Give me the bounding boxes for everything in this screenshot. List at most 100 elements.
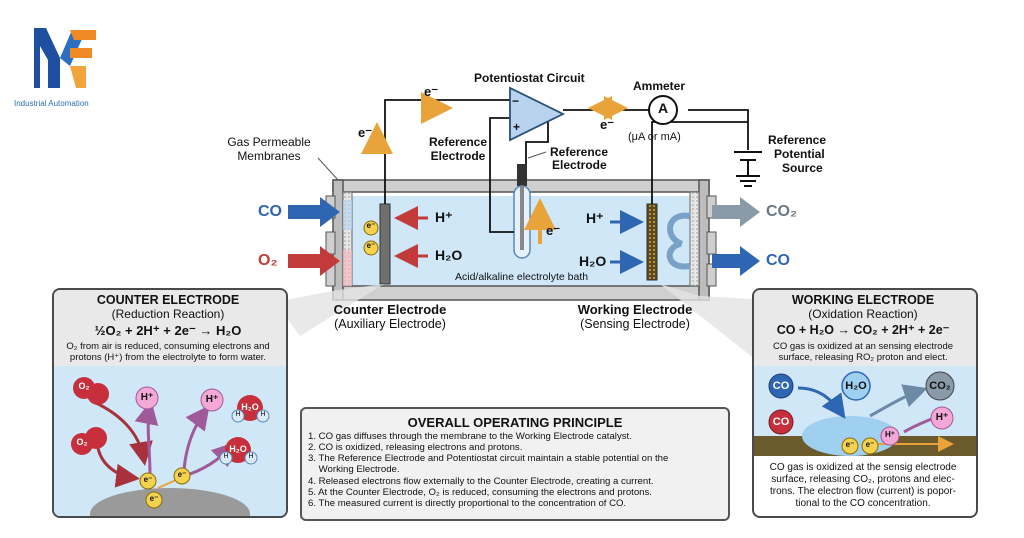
- electron-2: [173, 467, 191, 485]
- electron-b: [861, 437, 879, 455]
- electron-a: [841, 437, 859, 455]
- reference-pointer: [527, 151, 547, 159]
- electron-ball-label-1: e⁻: [366, 221, 376, 230]
- o2-molecule-b2: [85, 427, 107, 449]
- working-panel-title: WORKING ELECTRODE: [791, 293, 935, 307]
- counter-electrode-surface: [90, 488, 250, 516]
- electron-label-left: e⁻: [358, 125, 373, 140]
- co-path-1: [797, 386, 846, 419]
- o2-path-1: [93, 400, 153, 466]
- counter-callout-wedge: [275, 284, 384, 336]
- h-label-1a: H: [235, 411, 241, 418]
- working-electrode-label: Working Electrode: [577, 302, 693, 317]
- o2-inlet-arrow: [288, 246, 340, 276]
- ref-electrode-left-2: Electrode: [430, 149, 486, 163]
- h-plus-molecule: [930, 406, 954, 430]
- working-panel-equation: CO + H₂O → CO₂ + 2H⁺ + 2e⁻: [776, 323, 950, 337]
- working-panel-footer-4: tional to the CO concentration.: [795, 498, 931, 509]
- logo-caption: Industrial Automation: [14, 99, 89, 108]
- electron-link: [157, 479, 177, 489]
- working-panel-illustration: CO CO H₂O CO₂ H⁺ H⁺ e⁻ e⁻: [754, 366, 976, 456]
- counter-panel-header: [54, 290, 286, 366]
- h-plus-molecule-small: [880, 426, 900, 446]
- principle-step: Working Electrode.: [308, 464, 400, 476]
- o2-path-2: [96, 447, 140, 488]
- h-plus-path-2: [182, 405, 210, 471]
- membranes-label-1: Gas Permeable: [227, 135, 311, 149]
- co-label-1: CO: [772, 380, 790, 392]
- h-atom-1b: [256, 409, 270, 423]
- counter-electrode-plate: [379, 203, 391, 285]
- counter-electrode-sublabel: (Auxiliary Electrode): [334, 317, 446, 331]
- electron-label-b: e⁻: [865, 440, 875, 449]
- h-atom-1a: [231, 409, 245, 423]
- co2-label: CO₂: [929, 380, 951, 392]
- h-plus-label-small: H⁺: [885, 430, 895, 439]
- cycle-arrow-lower: [666, 241, 691, 270]
- electron-3: [145, 491, 163, 509]
- principle-step: 2. CO is oxidized, releasing electrons a…: [308, 442, 523, 454]
- working-panel-footer-3: trons. The electron flow (current) is po…: [769, 486, 956, 497]
- h-label-2a: H: [223, 453, 229, 460]
- ref-source-line2: Potential: [774, 147, 825, 161]
- electron-ball-2: [363, 240, 379, 256]
- co-outlet-label: CO: [766, 252, 790, 269]
- company-logo: [34, 28, 96, 88]
- working-callout-wedge: [660, 284, 770, 360]
- h-atom-2a: [219, 451, 233, 465]
- counter-electrode-label: Counter Electrode: [333, 302, 447, 317]
- electron-ball-label-2: e⁻: [366, 241, 376, 250]
- counter-panel-illustration: O₂ O₂ H⁺ H⁺ H₂O H₂O H H H H e⁻ e⁻ e⁻: [54, 366, 286, 516]
- opamp-minus: −: [512, 94, 520, 108]
- h2o-left-label: H₂O: [435, 247, 463, 263]
- counter-panel-desc-1: O₂ from air is reduced, consuming electr…: [66, 341, 270, 352]
- principle-step: 3. The Reference Electrode and Potentios…: [308, 453, 669, 465]
- ref-source-line3: Source: [782, 161, 823, 175]
- co-outlet-arrow: [712, 246, 760, 276]
- ref-source-line1: Reference: [768, 133, 827, 147]
- h-plus-path: [903, 416, 935, 434]
- h2o-label-2: H₂O: [229, 444, 247, 454]
- h-plus-right-label: H⁺: [586, 210, 604, 226]
- membranes-label-2: Membranes: [237, 149, 301, 163]
- o2-molecule-a2: [87, 383, 109, 405]
- co-inlet-label: CO: [258, 203, 282, 220]
- principle-title: OVERALL OPERATING PRINCIPLE: [407, 415, 623, 430]
- o2-label-b: O₂: [76, 437, 88, 447]
- ref-electrode-right-1: Reference: [550, 145, 609, 159]
- reference-source-symbol: [734, 151, 762, 187]
- potentiostat-label: Potentiostat Circuit: [474, 71, 585, 85]
- membrane-pointer-left: [317, 157, 339, 181]
- h2o-label-1: H₂O: [241, 402, 259, 412]
- working-electrode-plate: [646, 203, 658, 281]
- co2-path: [869, 384, 928, 418]
- ref-electrode-left-1: Reference: [428, 135, 488, 149]
- h-plus-label: H⁺: [935, 412, 949, 423]
- counter-panel-equation: ½O₂ + 2H⁺ + 2e⁻ → H₂O: [94, 323, 242, 338]
- ref-electrode-right-2: Electrode: [552, 158, 607, 172]
- co-label-2: CO: [772, 416, 790, 428]
- counter-panel-subtitle: (Reduction Reaction): [111, 307, 225, 321]
- working-reaction-svg: [754, 371, 976, 456]
- electron-label-1: e⁻: [143, 475, 153, 484]
- working-electrode-sublabel: (Sensing Electrode): [580, 317, 690, 331]
- co2-outlet-label: CO₂: [766, 203, 798, 220]
- counter-reaction-svg: [71, 377, 270, 516]
- working-panel-desc-1: CO gas is oxidized at an sensing electro…: [772, 341, 954, 352]
- h2o-right-label: H₂O: [579, 253, 607, 269]
- counter-electrode-panel: O₂ O₂ H⁺ H⁺ H₂O H₂O H H H H e⁻ e⁻ e⁻ COU…: [52, 288, 288, 518]
- h-label-2b: H: [248, 453, 254, 460]
- electrolyte-label: Acid/alkaline electrolyte bath: [455, 271, 589, 283]
- principle-step: 1. CO gas diffuses through the membrane …: [308, 431, 632, 442]
- h-atom-2b: [244, 451, 258, 465]
- electron-label-ammeter: e⁻: [600, 117, 615, 132]
- co2-outlet-arrow: [712, 197, 760, 227]
- electron-label-a: e⁻: [845, 440, 855, 449]
- h-plus-left-label: H⁺: [435, 209, 453, 225]
- electron-label-2: e⁻: [177, 470, 187, 479]
- working-panel-header: [754, 290, 976, 366]
- counter-panel-desc-2: protons (H⁺) from the electrolyte to for…: [69, 352, 267, 363]
- opamp-plus: +: [513, 120, 521, 134]
- co-molecule-1: [768, 373, 794, 399]
- principle-steps: 1. CO gas diffuses through the membrane …: [308, 431, 722, 509]
